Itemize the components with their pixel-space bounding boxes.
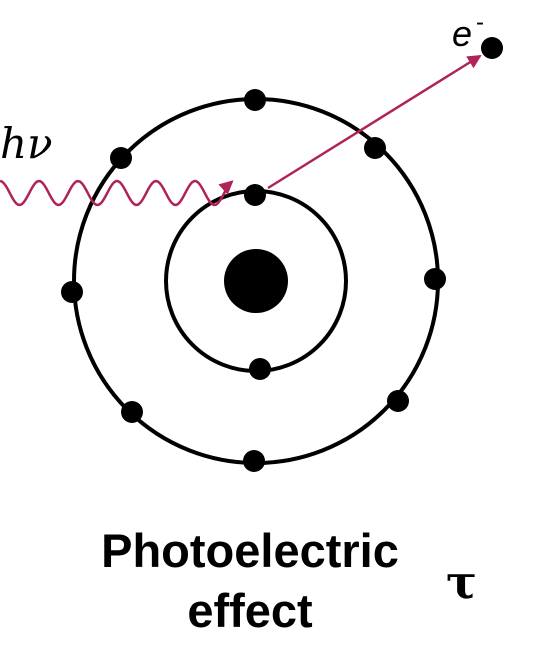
- outer-electron: [424, 268, 446, 290]
- outer-electron: [387, 390, 409, 412]
- outer-electron: [110, 147, 132, 169]
- ejected-electron: [481, 37, 503, 59]
- caption-line-2: effect: [187, 584, 313, 637]
- outer-electron: [243, 450, 265, 472]
- caption-line-1: Photoelectric: [101, 524, 399, 577]
- tau-symbol: τ: [446, 555, 477, 609]
- electron-label: e: [452, 13, 472, 54]
- electron-charge-label: -: [476, 9, 484, 36]
- outer-electron: [244, 89, 266, 111]
- photon-label: hν: [0, 119, 53, 168]
- inner-electron-ejected-site: [244, 184, 266, 206]
- nucleus: [224, 249, 288, 313]
- outer-electron: [121, 401, 143, 423]
- outer-electron: [364, 137, 386, 159]
- ejected-electron-arrow: [267, 54, 482, 190]
- photon-wave: [0, 179, 234, 207]
- inner-electron: [249, 358, 271, 380]
- outer-electron: [61, 281, 83, 303]
